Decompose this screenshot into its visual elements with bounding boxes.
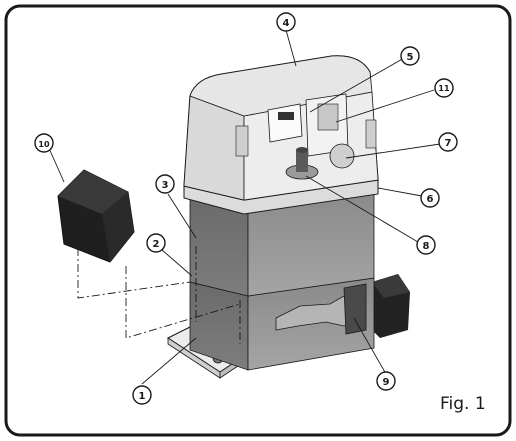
- figure-caption: Fig. 1: [440, 394, 486, 414]
- limit-switch-cover: [57, 169, 135, 263]
- callout-6: 6: [420, 188, 440, 208]
- svg-text:8: 8: [423, 241, 430, 252]
- motor-housing: [189, 189, 375, 297]
- callout-3: 3: [155, 174, 175, 194]
- callout-1: 1: [132, 385, 152, 405]
- svg-text:6: 6: [427, 194, 434, 205]
- callout-11: 11: [434, 78, 454, 98]
- leader-lines: [47, 29, 441, 385]
- svg-text:10: 10: [38, 140, 50, 149]
- svg-text:2: 2: [153, 239, 160, 250]
- callout-10: 10: [34, 133, 54, 153]
- callout-2: 2: [146, 233, 166, 253]
- svg-text:3: 3: [162, 180, 169, 191]
- callout-8: 8: [416, 235, 436, 255]
- assembly-guide-lines: [77, 246, 241, 344]
- svg-text:9: 9: [383, 377, 390, 388]
- svg-text:5: 5: [407, 52, 414, 63]
- svg-text:11: 11: [438, 84, 450, 93]
- callout-4: 4: [276, 12, 296, 32]
- rear-base-cover: [372, 274, 410, 338]
- svg-text:1: 1: [139, 391, 146, 402]
- pinion-gear: [285, 147, 319, 180]
- release-lever: [275, 283, 367, 335]
- svg-text:4: 4: [283, 18, 290, 29]
- callout-9: 9: [376, 371, 396, 391]
- callout-7: 7: [438, 132, 458, 152]
- svg-text:7: 7: [445, 138, 452, 149]
- callout-5: 5: [400, 46, 420, 66]
- control-board: [267, 93, 355, 169]
